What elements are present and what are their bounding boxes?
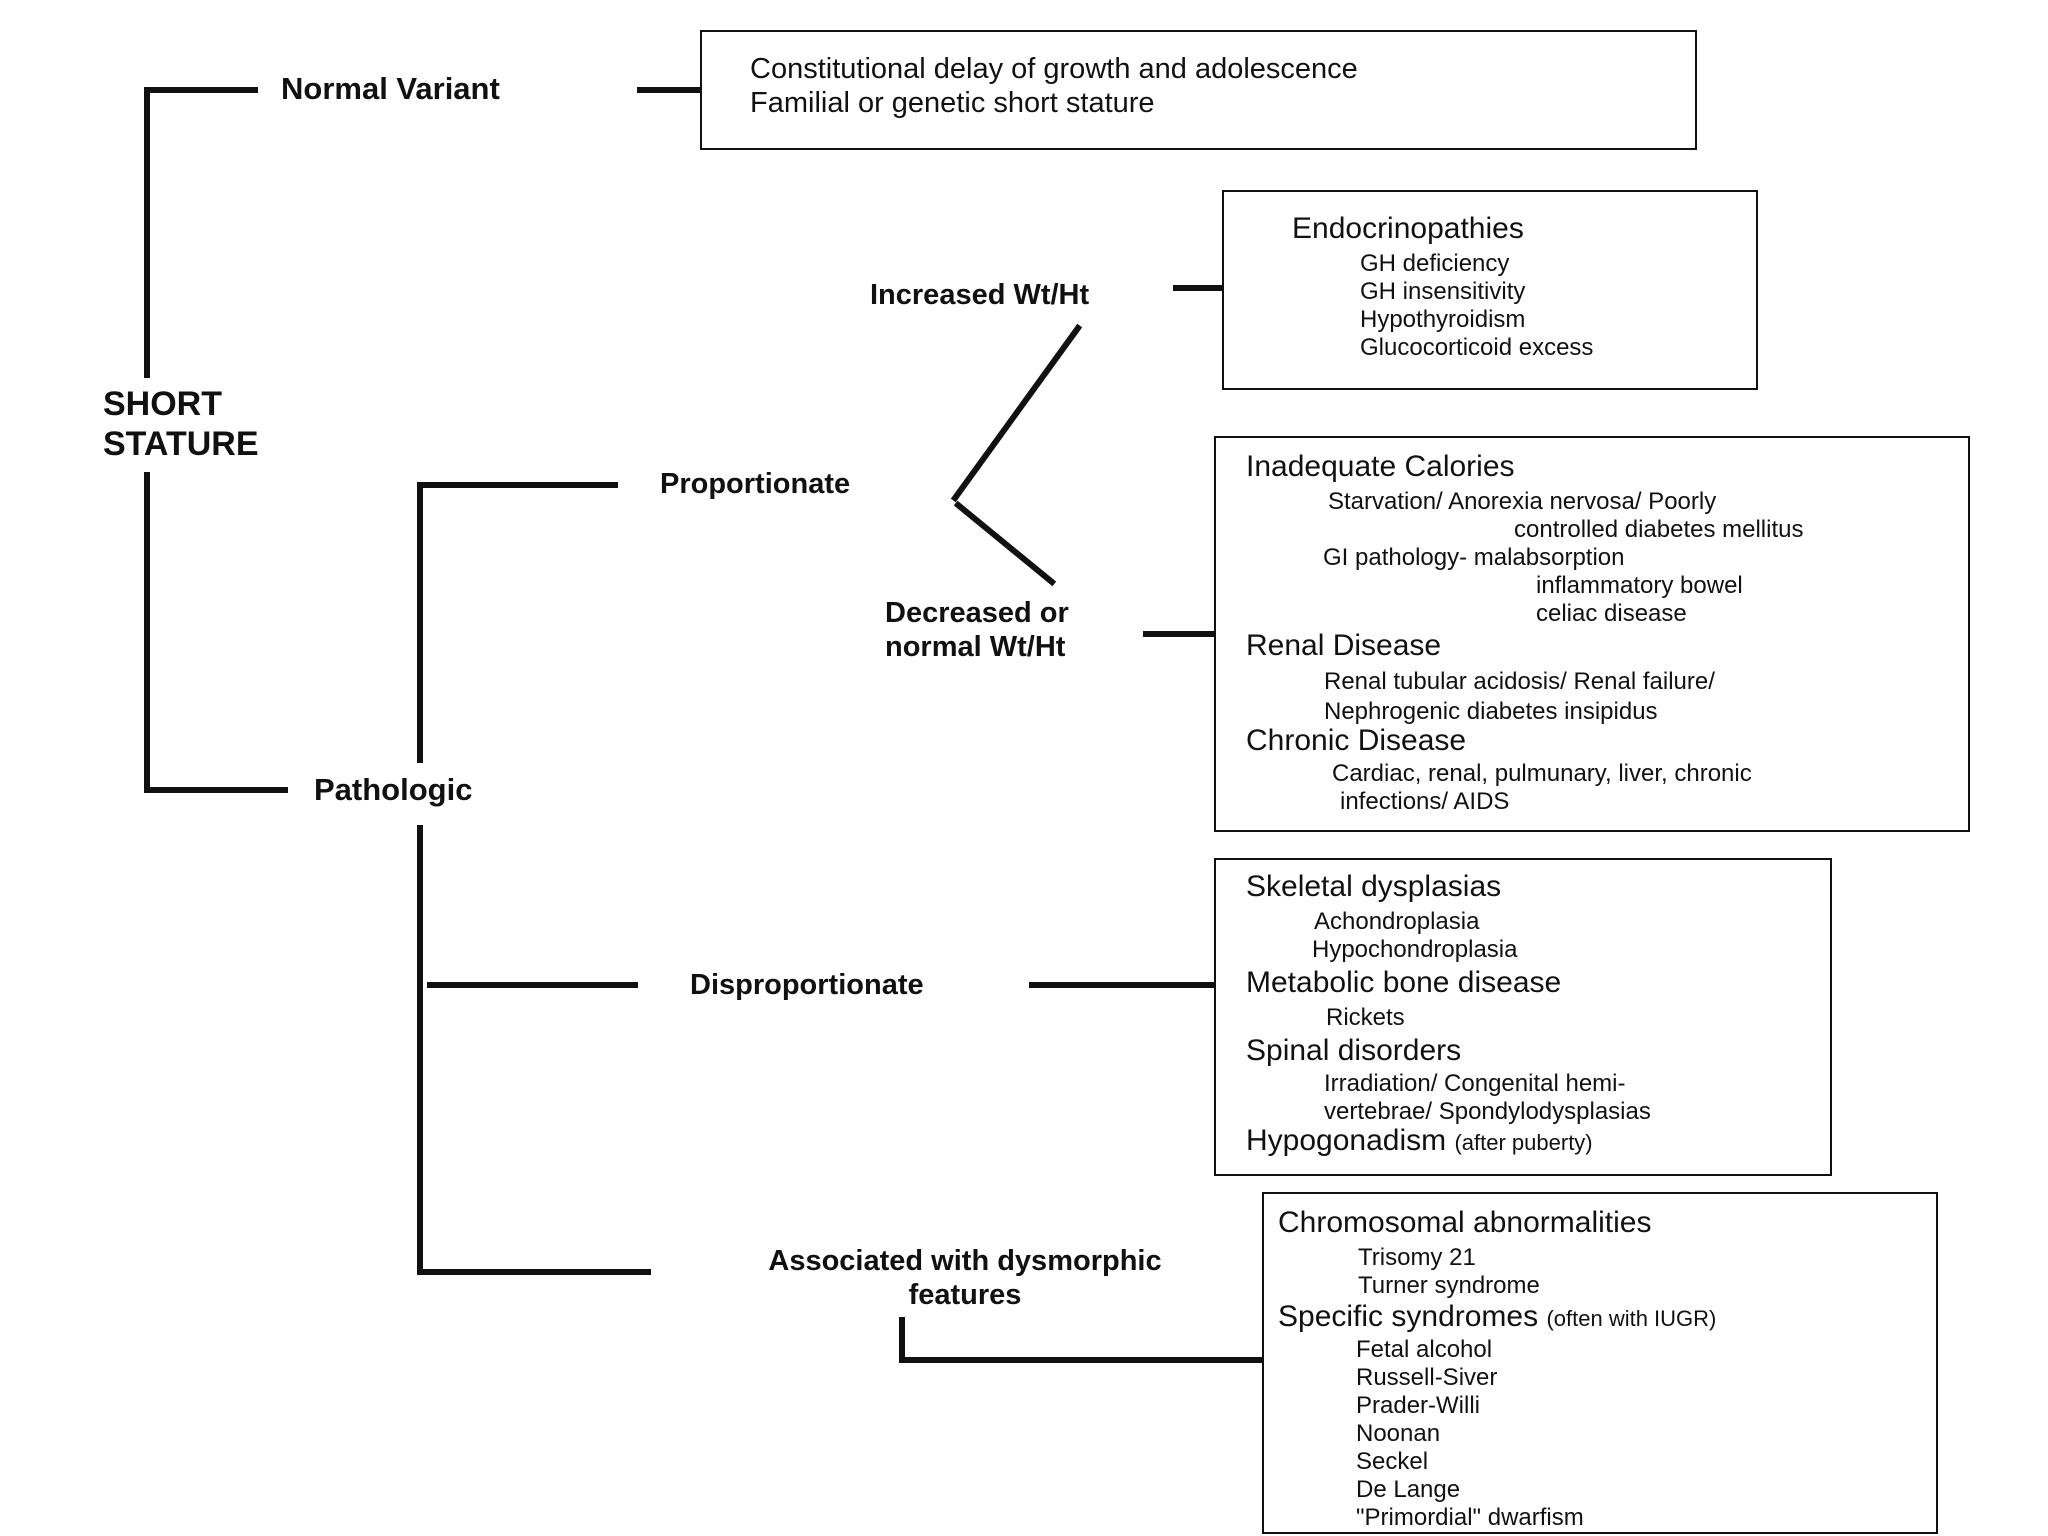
skeletal-item: Hypochondroplasia: [1312, 936, 1518, 963]
endocrine-heading: Endocrinopathies: [1292, 212, 1524, 245]
box-normal-variant: Constitutional delay of growth and adole…: [700, 30, 1697, 150]
box-normal-line-2: Familial or genetic short stature: [750, 87, 1155, 119]
dysmorphic-line-2: features: [908, 1279, 1022, 1311]
node-proportionate: Proportionate: [660, 468, 851, 500]
hypogonadism-heading: Hypogonadism (after puberty): [1246, 1126, 1593, 1156]
skeletal-dysplasias-heading: Skeletal dysplasias: [1246, 870, 1502, 903]
spinal-disorders-heading: Spinal disorders: [1246, 1034, 1462, 1067]
decreased-line-2: normal Wt/Ht: [885, 631, 1066, 663]
inadequate-item: Starvation/ Anorexia nervosa/ Poorly: [1328, 488, 1717, 515]
metabolic-bone-heading: Metabolic bone disease: [1246, 966, 1562, 999]
spinal-item: Irradiation/ Congenital hemi-: [1324, 1070, 1626, 1097]
decreased-line-1: Decreased or: [885, 597, 1069, 629]
node-dysmorphic: Associated with dysmorphic features: [690, 1244, 1240, 1312]
inadequate-item: celiac disease: [1536, 600, 1687, 627]
root-bracket-top: [144, 87, 258, 378]
chromosomal-heading: Chromosomal abnormalities: [1278, 1206, 1652, 1239]
skeletal-item: Achondroplasia: [1314, 908, 1480, 935]
box-normal-line-1: Constitutional delay of growth and adole…: [750, 53, 1358, 85]
node-disproportionate: Disproportionate: [690, 969, 924, 1001]
hypogonadism-note: (after puberty): [1454, 1130, 1593, 1155]
inadequate-item: GI pathology- malabsorption: [1323, 544, 1625, 571]
pathologic-to-proportionate: [417, 482, 618, 763]
proportionate-to-decreased: [953, 500, 1057, 587]
specific-syndromes-heading: Specific syndromes (often with IUGR): [1278, 1302, 1716, 1332]
endocrine-item: Hypothyroidism: [1360, 306, 1526, 333]
root-line-2: STATURE: [103, 425, 259, 463]
node-normal-variant: Normal Variant: [281, 71, 500, 106]
box-endocrinopathies: Endocrinopathies GH deficiency GH insens…: [1222, 190, 1758, 390]
endocrine-item: GH insensitivity: [1360, 278, 1526, 305]
root-bracket-bottom: [144, 472, 288, 793]
box-decreased-wt-ht: Inadequate Calories Starvation/ Anorexia…: [1214, 436, 1970, 832]
specific-syndromes-label: Specific syndromes: [1278, 1300, 1539, 1333]
inadequate-item: inflammatory bowel: [1536, 572, 1743, 599]
spinal-item: vertebrae/ Spondylodysplasias: [1324, 1098, 1651, 1125]
renal-item: Renal tubular acidosis/ Renal failure/: [1324, 668, 1715, 695]
syndrome-item: De Lange: [1356, 1476, 1461, 1503]
inadequate-calories-heading: Inadequate Calories: [1246, 450, 1515, 483]
syndrome-item: Russell-Siver: [1356, 1364, 1498, 1391]
chromosomal-item: Turner syndrome: [1358, 1272, 1540, 1299]
syndrome-item: Seckel: [1356, 1448, 1429, 1475]
pathologic-trunk: [417, 825, 651, 1275]
hypogonadism-label: Hypogonadism: [1246, 1124, 1447, 1157]
node-decreased-wt-ht: Decreased or normal Wt/Ht: [885, 596, 1069, 664]
syndrome-item: Prader-Willi: [1356, 1392, 1481, 1419]
box-dysmorphic-features: Chromosomal abnormalities Trisomy 21 Tur…: [1262, 1192, 1938, 1534]
specific-syndromes-note: (often with IUGR): [1546, 1306, 1717, 1331]
endocrine-item: GH deficiency: [1360, 250, 1510, 277]
short-stature-root: SHORT STATURE: [103, 384, 259, 464]
syndrome-item: Noonan: [1356, 1420, 1441, 1447]
dysmorphic-line-1: Associated with dysmorphic: [768, 1245, 1162, 1277]
endocrine-item: Glucocorticoid excess: [1360, 334, 1594, 361]
chronic-item: Cardiac, renal, pulmunary, liver, chroni…: [1332, 760, 1752, 787]
box-disproportionate: Skeletal dysplasias Achondroplasia Hypoc…: [1214, 858, 1832, 1176]
syndrome-item: "Primordial" dwarfism: [1356, 1504, 1584, 1531]
inadequate-item: controlled diabetes mellitus: [1514, 516, 1804, 543]
renal-item: Nephrogenic diabetes insipidus: [1324, 698, 1658, 725]
metabolic-item: Rickets: [1326, 1004, 1405, 1031]
renal-disease-heading: Renal Disease: [1246, 629, 1442, 662]
node-increased-wt-ht: Increased Wt/Ht: [870, 279, 1090, 311]
node-pathologic: Pathologic: [314, 772, 473, 807]
chronic-disease-heading: Chronic Disease: [1246, 724, 1467, 757]
syndrome-item: Fetal alcohol: [1356, 1336, 1493, 1363]
dysmorphic-connector: [899, 1317, 1263, 1363]
chromosomal-item: Trisomy 21: [1358, 1244, 1476, 1271]
chronic-item: infections/ AIDS: [1340, 788, 1510, 815]
proportionate-to-increased: [950, 323, 1083, 503]
root-line-1: SHORT: [103, 385, 222, 423]
